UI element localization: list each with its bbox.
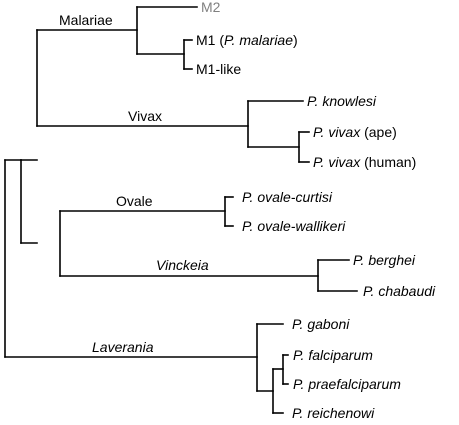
leaf-falciparum: P. falciparum (293, 347, 373, 363)
leaf-ovale-curtisi: P. ovale-curtisi (242, 189, 333, 205)
clade-label-ovale: Ovale (116, 193, 153, 209)
clade-label-vinckeia: Vinckeia (156, 257, 209, 273)
leaf-reichenowi: P. reichenowi (292, 405, 375, 421)
leaf-m1-species: P. malariae (224, 32, 293, 48)
leaf-labels: M2 M1 (P. malariae) M1-like P. knowlesi … (196, 0, 436, 421)
leaf-m1: M1 (P. malariae) (196, 32, 298, 48)
leaf-chabaudi: P. chabaudi (363, 283, 436, 299)
clade-label-laverania: Laverania (92, 339, 154, 355)
clade-label-malariae: Malariae (59, 12, 113, 28)
tree-branches (4, 6, 358, 414)
leaf-m2: M2 (201, 0, 221, 15)
leaf-vivax-ape: P. vivax (ape) (313, 124, 397, 140)
leaf-vivax-ape-species: P. vivax (313, 124, 361, 140)
leaf-gaboni: P. gaboni (292, 316, 350, 332)
leaf-ovale-wallikeri: P. ovale-wallikeri (242, 218, 346, 234)
leaf-berghei: P. berghei (353, 252, 416, 268)
leaf-m1-suffix: ) (293, 32, 298, 48)
clade-labels: Malariae Vivax Ovale Vinckeia Laverania (59, 12, 209, 355)
clade-label-vivax: Vivax (128, 108, 162, 124)
leaf-m1-prefix: M1 ( (196, 32, 224, 48)
leaf-vivax-human-species: P. vivax (313, 154, 361, 170)
leaf-knowlesi: P. knowlesi (307, 93, 377, 109)
leaf-m1-like: M1-like (196, 61, 241, 77)
leaf-praefalciparum: P. praefalciparum (293, 376, 401, 392)
leaf-vivax-human: P. vivax (human) (313, 154, 416, 170)
leaf-vivax-human-host: (human) (360, 154, 416, 170)
leaf-vivax-ape-host: (ape) (360, 124, 397, 140)
